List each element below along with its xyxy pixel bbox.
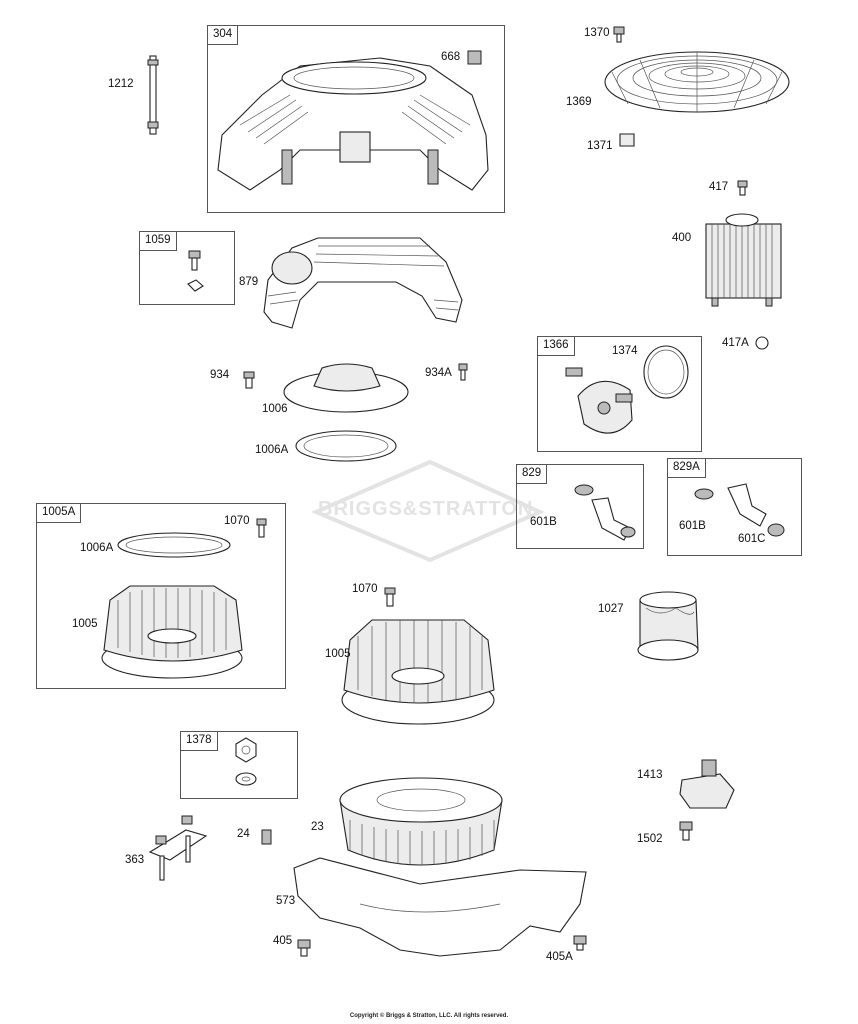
kit-box-1366: 1366 bbox=[537, 336, 702, 452]
part-label-668[interactable]: 668 bbox=[441, 51, 461, 63]
kit-tag-829a[interactable]: 829A bbox=[668, 459, 706, 478]
stud-1212-drawing bbox=[147, 55, 159, 135]
part-label-1370[interactable]: 1370 bbox=[584, 27, 610, 39]
part-label-1027[interactable]: 1027 bbox=[598, 603, 624, 615]
part-label-1006[interactable]: 1006 bbox=[262, 403, 288, 415]
kit-tag-1005a[interactable]: 1005A bbox=[37, 504, 82, 523]
shroud-879-drawing bbox=[263, 237, 463, 329]
kit-1059-drawing bbox=[187, 250, 204, 292]
part-label-934[interactable]: 934 bbox=[210, 369, 230, 381]
part-label-1005[interactable]: 1005 bbox=[325, 648, 351, 660]
grill-1369-drawing bbox=[604, 26, 790, 147]
part-label-400[interactable]: 400 bbox=[672, 232, 692, 244]
kit-1378-drawing bbox=[235, 737, 257, 786]
part-label-1374[interactable]: 1374 bbox=[612, 345, 638, 357]
flywheel-23-drawing bbox=[293, 777, 587, 957]
part-label-417[interactable]: 417 bbox=[709, 181, 729, 193]
part-label-601b-829[interactable]: 601B bbox=[530, 516, 557, 528]
part-label-1371[interactable]: 1371 bbox=[587, 140, 613, 152]
blower-housing-304-drawing bbox=[217, 50, 489, 191]
kit-box-1059: 1059 bbox=[139, 231, 235, 305]
part-label-1212[interactable]: 1212 bbox=[108, 78, 134, 90]
air-guide-1006-drawing bbox=[243, 363, 468, 462]
kit-box-304: 304 bbox=[207, 25, 505, 213]
kit-tag-829[interactable]: 829 bbox=[517, 465, 548, 484]
part-label-363[interactable]: 363 bbox=[125, 854, 145, 866]
part-label-1006a[interactable]: 1006A bbox=[255, 444, 289, 456]
kit-tag-1378[interactable]: 1378 bbox=[181, 732, 218, 751]
part-label-601c[interactable]: 601C bbox=[738, 533, 766, 545]
part-label-1070-kit[interactable]: 1070 bbox=[224, 515, 250, 527]
kit-tag-1366[interactable]: 1366 bbox=[538, 337, 575, 356]
part-label-1005-kit[interactable]: 1005 bbox=[72, 618, 98, 630]
part-label-405[interactable]: 405 bbox=[273, 935, 293, 947]
part-label-405a[interactable]: 405A bbox=[546, 951, 573, 963]
kit-829a-drawing bbox=[694, 483, 785, 537]
kit-tag-1059[interactable]: 1059 bbox=[140, 232, 177, 251]
kit-box-1005a: 1005A bbox=[36, 503, 286, 689]
sensor-1413-drawing bbox=[679, 759, 735, 841]
part-label-23[interactable]: 23 bbox=[311, 821, 324, 833]
kit-tag-304[interactable]: 304 bbox=[208, 26, 239, 45]
copyright-notice: Copyright © Briggs & Stratton, LLC. All … bbox=[349, 1013, 509, 1019]
bracket-363-drawing bbox=[148, 815, 272, 881]
watermark: BRIGGS&STRATTON bbox=[318, 498, 534, 520]
filter-1027-drawing bbox=[637, 591, 699, 661]
oil-cooler-400-drawing bbox=[705, 180, 782, 350]
watermark-outline bbox=[310, 459, 545, 563]
part-label-1070[interactable]: 1070 bbox=[352, 583, 378, 595]
fan-1005-drawing bbox=[341, 587, 495, 725]
kit-box-829a: 829A bbox=[667, 458, 802, 556]
part-label-934a[interactable]: 934A bbox=[425, 367, 452, 379]
part-label-601b-829a[interactable]: 601B bbox=[679, 520, 706, 532]
part-label-24[interactable]: 24 bbox=[237, 828, 250, 840]
part-label-1502[interactable]: 1502 bbox=[637, 833, 663, 845]
part-label-573[interactable]: 573 bbox=[276, 895, 296, 907]
part-label-417a[interactable]: 417A bbox=[722, 337, 749, 349]
kit-829-drawing bbox=[574, 484, 636, 541]
part-label-879[interactable]: 879 bbox=[239, 276, 259, 288]
kit-1005a-drawing bbox=[101, 518, 267, 679]
kit-1366-drawing bbox=[565, 345, 689, 434]
kit-box-1378: 1378 bbox=[180, 731, 298, 799]
part-label-1369[interactable]: 1369 bbox=[566, 96, 592, 108]
kit-box-829: 829 bbox=[516, 464, 644, 549]
part-label-1006a-kit[interactable]: 1006A bbox=[80, 542, 114, 554]
part-label-1413[interactable]: 1413 bbox=[637, 769, 663, 781]
